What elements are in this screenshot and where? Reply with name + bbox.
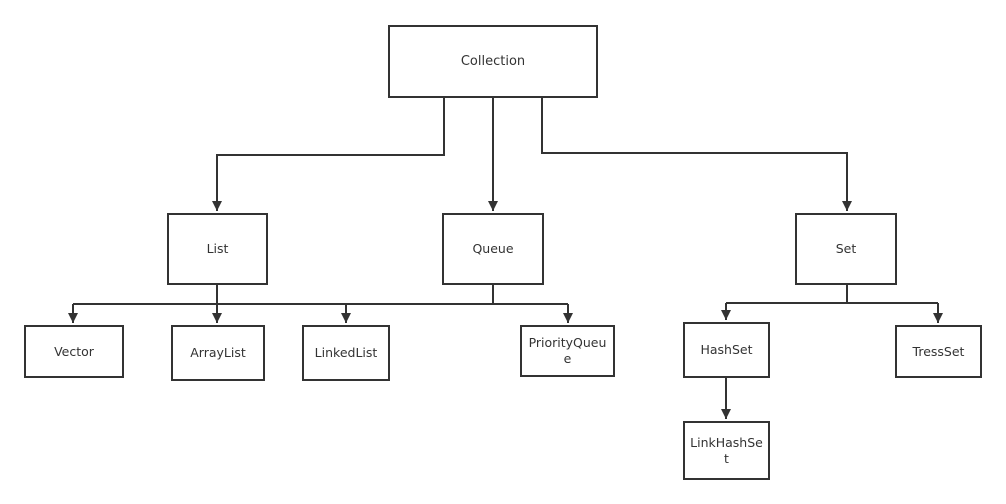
node-collection: Collection xyxy=(388,25,598,98)
node-vector: Vector xyxy=(24,325,124,378)
node-linkedlist: LinkedList xyxy=(302,325,390,381)
node-list: List xyxy=(167,213,268,285)
node-arraylist: ArrayList xyxy=(171,325,265,381)
node-label: TressSet xyxy=(912,343,965,359)
node-label: Set xyxy=(835,241,857,256)
node-hashset: HashSet xyxy=(683,322,770,378)
node-label: HashSet xyxy=(700,342,753,357)
node-label: LinkedList xyxy=(314,345,378,360)
edge-collection-set xyxy=(541,98,852,211)
node-set: Set xyxy=(795,213,897,285)
node-label: Collection xyxy=(460,53,526,69)
node-tresset: TressSet xyxy=(895,325,982,378)
node-label: PriorityQueue xyxy=(528,335,607,366)
node-label: Vector xyxy=(54,343,94,359)
node-linkhashset: LinkHashSet xyxy=(683,421,770,480)
node-label: ArrayList xyxy=(190,345,246,360)
node-label: Queue xyxy=(472,241,514,256)
node-label: List xyxy=(206,241,229,256)
node-label: LinkHashSet xyxy=(690,434,763,466)
edge-collection-list xyxy=(212,98,445,211)
node-queue: Queue xyxy=(442,213,544,285)
node-priorityqueue: PriorityQueue xyxy=(520,325,615,377)
